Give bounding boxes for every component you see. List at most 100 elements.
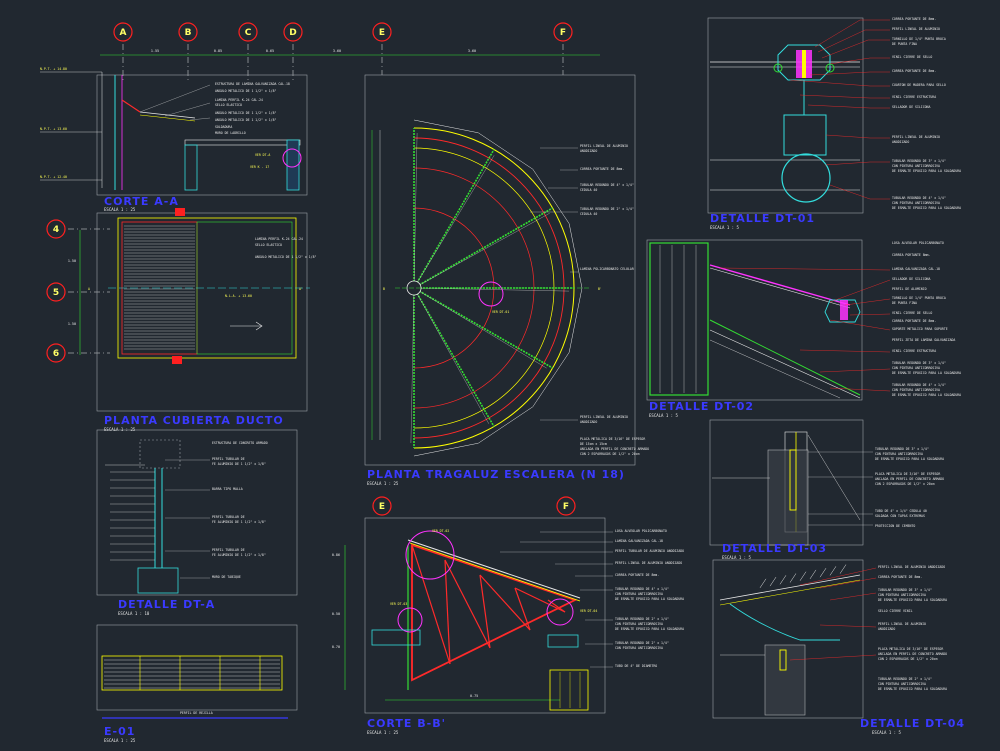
svg-text:DE ESMALTE EPOXICO PARA LA SOL: DE ESMALTE EPOXICO PARA LA SOLDADURA [892, 169, 961, 173]
svg-text:B': B' [598, 287, 602, 291]
svg-text:ANODIZADO: ANODIZADO [878, 627, 895, 631]
dim-top-4: 3.60 [333, 49, 341, 53]
axis-bubble-c: C [238, 22, 258, 42]
svg-text:PLACA METALICA DE 3/16" DE ESP: PLACA METALICA DE 3/16" DE ESPESOR [580, 437, 645, 441]
svg-text:N.P.T. + 12.40: N.P.T. + 12.40 [40, 175, 67, 179]
svg-text:TUBULAR REDONDO DE 2" x 1/4": TUBULAR REDONDO DE 2" x 1/4" [615, 641, 669, 645]
svg-text:LOSA ALVEOLAR POLICARBONATO: LOSA ALVEOLAR POLICARBONATO [615, 529, 667, 533]
detalle-dt01-drawing: CORREA PORTANTE DE 8mm. PERFIL LINEAL DE… [707, 17, 961, 214]
axis-bubble-section-f: F [556, 496, 576, 516]
svg-text:CEDULA 40: CEDULA 40 [580, 188, 597, 192]
svg-text:SELLO ELASTICO: SELLO ELASTICO [255, 243, 282, 247]
svg-text:LOSA ALVEOLAR POLICARBONATO: LOSA ALVEOLAR POLICARBONATO [892, 241, 944, 245]
svg-text:ANGULO METALICO DE 1 1/2" x 1/: ANGULO METALICO DE 1 1/2" x 1/8" [215, 118, 276, 122]
svg-text:SELLADOR DE SILICONA: SELLADOR DE SILICONA [892, 277, 930, 281]
svg-text:DE ESMALTE EPOXICO PARA LA SOL: DE ESMALTE EPOXICO PARA LA SOLDADURA [878, 687, 947, 691]
svg-text:CON PINTURA ANTICORROSIVA: CON PINTURA ANTICORROSIVA [615, 646, 663, 650]
svg-text:CEDULA 40: CEDULA 40 [580, 212, 597, 216]
svg-text:0.70: 0.70 [332, 645, 340, 649]
svg-text:DE ESMALTE EPOXICO PARA LA SOL: DE ESMALTE EPOXICO PARA LA SOLDADURA [892, 393, 961, 397]
svg-text:PERFIL LINEAL DE ALUMINIO ANOD: PERFIL LINEAL DE ALUMINIO ANODIZADO [615, 561, 682, 565]
svg-text:MURO DE LADRILLO: MURO DE LADRILLO [215, 131, 246, 135]
svg-text:ESTRUCTURA DE CONCRETO ARMADO: ESTRUCTURA DE CONCRETO ARMADO [212, 441, 268, 445]
scale-planta-tragaluz: ESCALA 1 : 25 [367, 481, 399, 486]
title-planta-cubierta: PLANTA CUBIERTA DUCTO [104, 414, 284, 427]
svg-text:CON PINTURA ANTICORROSIVA: CON PINTURA ANTICORROSIVA [615, 622, 663, 626]
svg-text:TUBULAR REDONDO DE 3" x 1/4": TUBULAR REDONDO DE 3" x 1/4" [892, 159, 946, 163]
svg-text:PERFIL TUBULAR DE: PERFIL TUBULAR DE [212, 515, 245, 519]
svg-text:VINIL CIERRE DE SELLO: VINIL CIERRE DE SELLO [892, 55, 932, 59]
axis-bubble-4: 4 [46, 219, 66, 239]
scale-corte-aa: ESCALA 1 : 25 [104, 207, 136, 212]
svg-text:CON PINTURA ANTICORROSIVA: CON PINTURA ANTICORROSIVA [615, 592, 663, 596]
svg-text:4: 4 [53, 225, 59, 235]
svg-text:SELLO CIERRE VINIL: SELLO CIERRE VINIL [878, 609, 913, 613]
detalle-dt02-drawing: LOSA ALVEOLAR POLICARBONATO CORREA PORTA… [646, 239, 961, 401]
axis-lines [68, 44, 564, 354]
svg-text:PERFIL LINEAL DE ALUMINIO: PERFIL LINEAL DE ALUMINIO [878, 622, 926, 626]
svg-text:LAMINA GALVANIZADA CAL.18: LAMINA GALVANIZADA CAL.18 [615, 539, 663, 543]
svg-text:ANGULO METALICO DE 1 1/2" x 1/: ANGULO METALICO DE 1 1/2" x 1/8" [215, 89, 276, 93]
svg-text:TUBO DE 4" DE DIAMETRO: TUBO DE 4" DE DIAMETRO [615, 664, 657, 668]
svg-text:TUBULAR REDONDO DE 2" x 1/4": TUBULAR REDONDO DE 2" x 1/4" [878, 677, 932, 681]
svg-text:TUBULAR REDONDO DE 2" x 1/4": TUBULAR REDONDO DE 2" x 1/4" [580, 207, 634, 211]
svg-text:C: C [245, 28, 252, 38]
svg-text:E: E [379, 28, 385, 38]
svg-text:SOLDADURA: SOLDADURA [215, 125, 232, 129]
svg-text:CON PINTURA ANTICORROSIVA: CON PINTURA ANTICORROSIVA [892, 164, 940, 168]
detalle-dt03-drawing: TUBULAR REDONDO DE 3" x 1/4" CON PINTURA… [709, 419, 944, 546]
axis-bubble-d: D [283, 22, 303, 42]
title-detalle-dt01: DETALLE DT-01 [710, 212, 815, 225]
svg-text:ESTRUCTURA DE LAMINA GALVANIZA: ESTRUCTURA DE LAMINA GALVANIZADA CAL.18 [215, 82, 290, 86]
title-corte-aa: CORTE A-A [104, 195, 179, 208]
svg-text:VER DT-02: VER DT-02 [432, 529, 449, 533]
svg-text:A': A' [299, 287, 303, 291]
svg-text:VER DT-03: VER DT-03 [390, 602, 407, 606]
elevacion-drawing: PERFIL DE REJILLA [96, 624, 298, 719]
svg-text:CORREA PORTANTE DE 8mm.: CORREA PORTANTE DE 8mm. [615, 573, 659, 577]
svg-text:CUARTON DE MADERA PARA SELLO: CUARTON DE MADERA PARA SELLO [892, 83, 946, 87]
svg-text:PROTECCION DE CEMENTO: PROTECCION DE CEMENTO [875, 524, 915, 528]
title-elev: E-01 [104, 725, 135, 738]
axis-bubble-6: 6 [46, 343, 66, 363]
svg-text:SELLADOR DE SILICONA: SELLADOR DE SILICONA [892, 105, 930, 109]
svg-text:CON PINTURA ANTICORROSIVA: CON PINTURA ANTICORROSIVA [892, 388, 940, 392]
dim-top-3: 0.65 [266, 49, 274, 53]
svg-text:PERFIL LINEAL DE ALUMINIO: PERFIL LINEAL DE ALUMINIO [892, 135, 940, 139]
svg-text:CON 2 ESPARRAGOS DE 1/2" x 20c: CON 2 ESPARRAGOS DE 1/2" x 20cm [878, 657, 938, 661]
axis-bubble-e: E [372, 22, 392, 42]
planta-tragaluz-drawing: B B' VER DT-01 PERFIL LINEAL DE ALUMINIO… [364, 74, 649, 466]
svg-text:BARRA TIPO MALLA: BARRA TIPO MALLA [212, 487, 243, 491]
svg-text:N.P.T. + 14.80: N.P.T. + 14.80 [40, 67, 67, 71]
scale-detalle-dt04: ESCALA 1 : 5 [872, 730, 901, 735]
svg-text:A: A [120, 28, 127, 38]
svg-text:CORREA PORTANTE DE 8mm.: CORREA PORTANTE DE 8mm. [892, 17, 936, 21]
axis-bubble-5: 5 [46, 282, 66, 302]
svg-text:LAMINA GALVANIZADA CAL.18: LAMINA GALVANIZADA CAL.18 [892, 267, 940, 271]
svg-text:CON PINTURA ANTICORROSIVA: CON PINTURA ANTICORROSIVA [892, 201, 940, 205]
svg-text:PERFIL TUBULAR DE: PERFIL TUBULAR DE [212, 457, 245, 461]
svg-text:VINIL CIERRE ESTRUCTURA: VINIL CIERRE ESTRUCTURA [892, 349, 936, 353]
svg-text:TUBULAR REDONDO DE 4" x 1/4": TUBULAR REDONDO DE 4" x 1/4" [615, 587, 669, 591]
axis-bubble-b: B [178, 22, 198, 42]
svg-text:PERFIL LINEAL DE ALUMINIO ANOD: PERFIL LINEAL DE ALUMINIO ANODIZADO [878, 565, 945, 569]
title-detalle-dt03: DETALLE DT-03 [722, 542, 827, 555]
svg-text:CON PINTURA ANTICORROSIVA: CON PINTURA ANTICORROSIVA [875, 452, 923, 456]
title-corte-bb: CORTE B-B' [367, 717, 446, 730]
axis-bubble-section-e: E [372, 496, 392, 516]
svg-text:LAMINA POLICARBONATO CELULAR: LAMINA POLICARBONATO CELULAR [580, 267, 634, 271]
svg-text:FE ALUMINIO DE 1 1/2" x 1/8": FE ALUMINIO DE 1 1/2" x 1/8" [212, 462, 266, 466]
svg-text:TUBULAR REDONDO DE 4" x 1/4": TUBULAR REDONDO DE 4" x 1/4" [580, 183, 634, 187]
scale-detalle-dt02: ESCALA 1 : 5 [649, 413, 678, 418]
svg-text:TUBULAR REDONDO DE 4" x 1/4": TUBULAR REDONDO DE 4" x 1/4" [892, 196, 946, 200]
svg-text:F: F [563, 502, 569, 512]
svg-text:PLACA METALICA DE 3/16" DE ESP: PLACA METALICA DE 3/16" DE ESPESOR [875, 472, 940, 476]
dim-left-2: 1.50 [68, 322, 76, 326]
svg-text:TORNILLO DE 1/4" PUNTA BROCA: TORNILLO DE 1/4" PUNTA BROCA [892, 296, 946, 300]
svg-text:TUBULAR REDONDO DE 4" x 1/4": TUBULAR REDONDO DE 4" x 1/4" [892, 383, 946, 387]
svg-text:5: 5 [53, 288, 59, 298]
svg-text:CON PINTURA ANTICORROSIVA: CON PINTURA ANTICORROSIVA [878, 682, 926, 686]
svg-text:PERFIL LINEAL DE ALUMINIO: PERFIL LINEAL DE ALUMINIO [580, 144, 628, 148]
svg-text:MURO DE TABIQUE: MURO DE TABIQUE [212, 575, 241, 579]
svg-text:ANGULO METALICO DE 1 1/2" x 1/: ANGULO METALICO DE 1 1/2" x 1/8" [255, 255, 316, 259]
